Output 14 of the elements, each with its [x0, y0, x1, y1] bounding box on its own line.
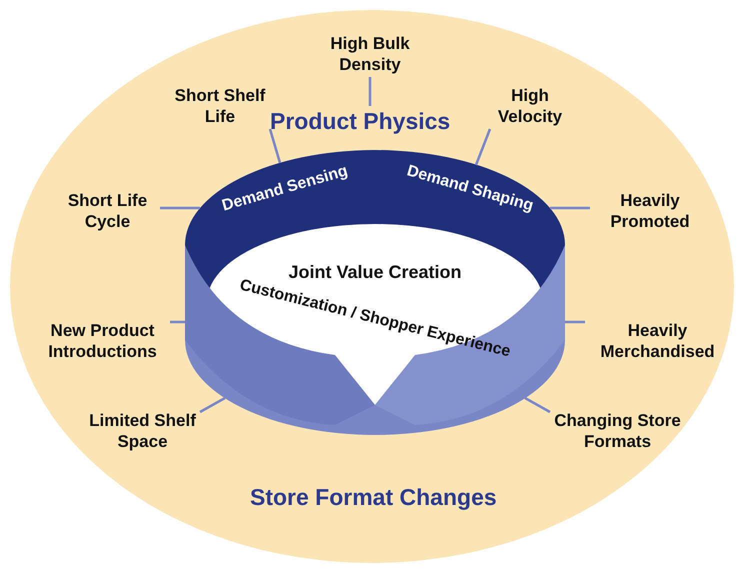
section-heading: Product Physics — [270, 108, 450, 135]
factor-label: High Velocity — [490, 85, 570, 127]
section-heading: Store Format Changes — [250, 484, 497, 511]
leader-line — [368, 77, 372, 106]
factor-label: New Product Introductions — [35, 320, 170, 362]
leader-line — [170, 320, 185, 324]
leader-line — [565, 320, 585, 324]
factor-label: Heavily Promoted — [590, 190, 710, 232]
factor-label: Short Life Cycle — [55, 190, 160, 232]
factor-label: High Bulk Density — [315, 33, 425, 75]
factor-label: Changing Store Formats — [550, 410, 685, 452]
factor-label: Short Shelf Life — [170, 85, 270, 127]
factor-label: Limited Shelf Space — [85, 410, 200, 452]
factor-label: Heavily Merchandised — [585, 320, 730, 362]
